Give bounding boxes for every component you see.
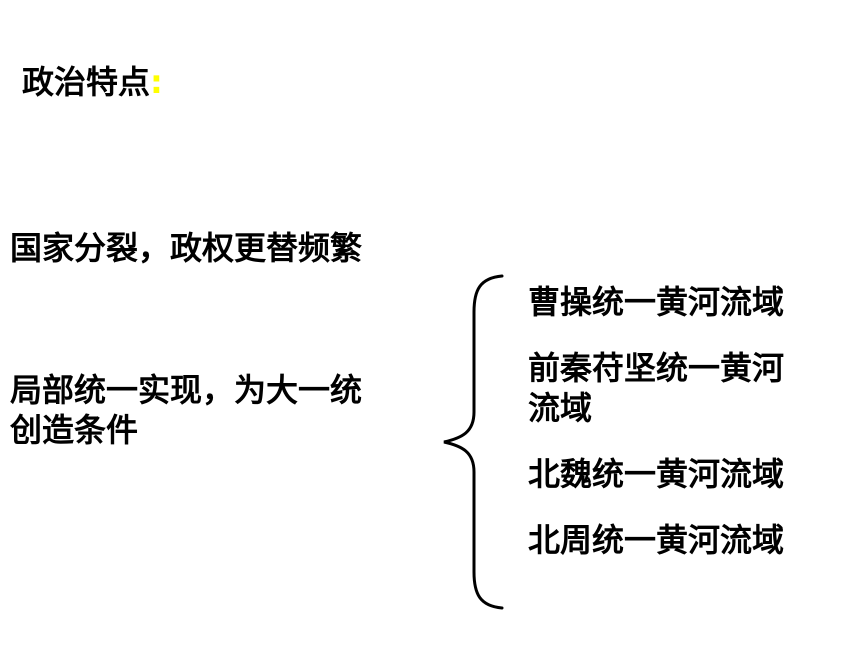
list-item-line1: 北魏统一黄河流域 bbox=[528, 455, 785, 493]
list-item-line1: 曹操统一黄河流域 bbox=[528, 283, 785, 321]
list-item-line1: 前秦苻坚统一黄河 bbox=[528, 349, 785, 387]
point-partial-unification-line1: 局部统一实现，为大一统 bbox=[10, 371, 363, 409]
point-partial-unification-line2: 创造条件 bbox=[10, 411, 139, 449]
list-item: 曹操统一黄河流域 bbox=[528, 282, 848, 322]
title-text: 政治特点 bbox=[22, 63, 151, 101]
point-partial-unification: 局部统一实现，为大一统 创造条件 bbox=[10, 370, 440, 450]
list-item-line2: 流域 bbox=[528, 389, 593, 427]
page-title: 政治特点: bbox=[22, 62, 163, 102]
point-state-division: 国家分裂，政权更替频繁 bbox=[10, 229, 363, 267]
curly-brace bbox=[443, 274, 504, 610]
list-item-line1: 北周统一黄河流域 bbox=[528, 521, 785, 559]
title-colon: : bbox=[150, 63, 163, 101]
list-item: 北魏统一黄河流域 bbox=[528, 454, 848, 494]
list-item: 北周统一黄河流域 bbox=[528, 520, 848, 560]
list-item: 前秦苻坚统一黄河 流域 bbox=[528, 348, 848, 428]
unification-list: 曹操统一黄河流域 前秦苻坚统一黄河 流域 北魏统一黄河流域 北周统一黄河流域 bbox=[528, 282, 848, 560]
